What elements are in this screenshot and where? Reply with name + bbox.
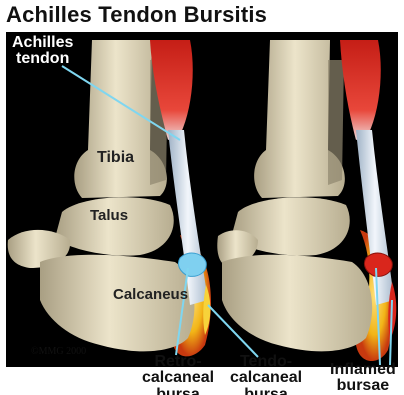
left-talus-bone (55, 197, 174, 255)
right-inflamed-retrocalcaneal-bursa (364, 253, 392, 276)
talus-label: Talus (90, 208, 128, 223)
tibia-label: Tibia (97, 150, 134, 166)
calcaneus-label: Calcaneus (113, 287, 188, 302)
inflamed-bursae-label: Inflamed bursae (330, 362, 396, 395)
retrocalcaneal-bursa-label: Retro- calcaneal bursa (142, 354, 214, 395)
achilles-tendon-label: Achilles tendon (12, 35, 73, 68)
diagram-title: Achilles Tendon Bursitis (6, 2, 267, 28)
copyright-notice: ©MMG 2000 (31, 346, 86, 357)
tendocalcaneal-bursa-label: Tendo- calcaneal bursa (230, 354, 302, 395)
left-retrocalcaneal-bursa (178, 253, 206, 276)
